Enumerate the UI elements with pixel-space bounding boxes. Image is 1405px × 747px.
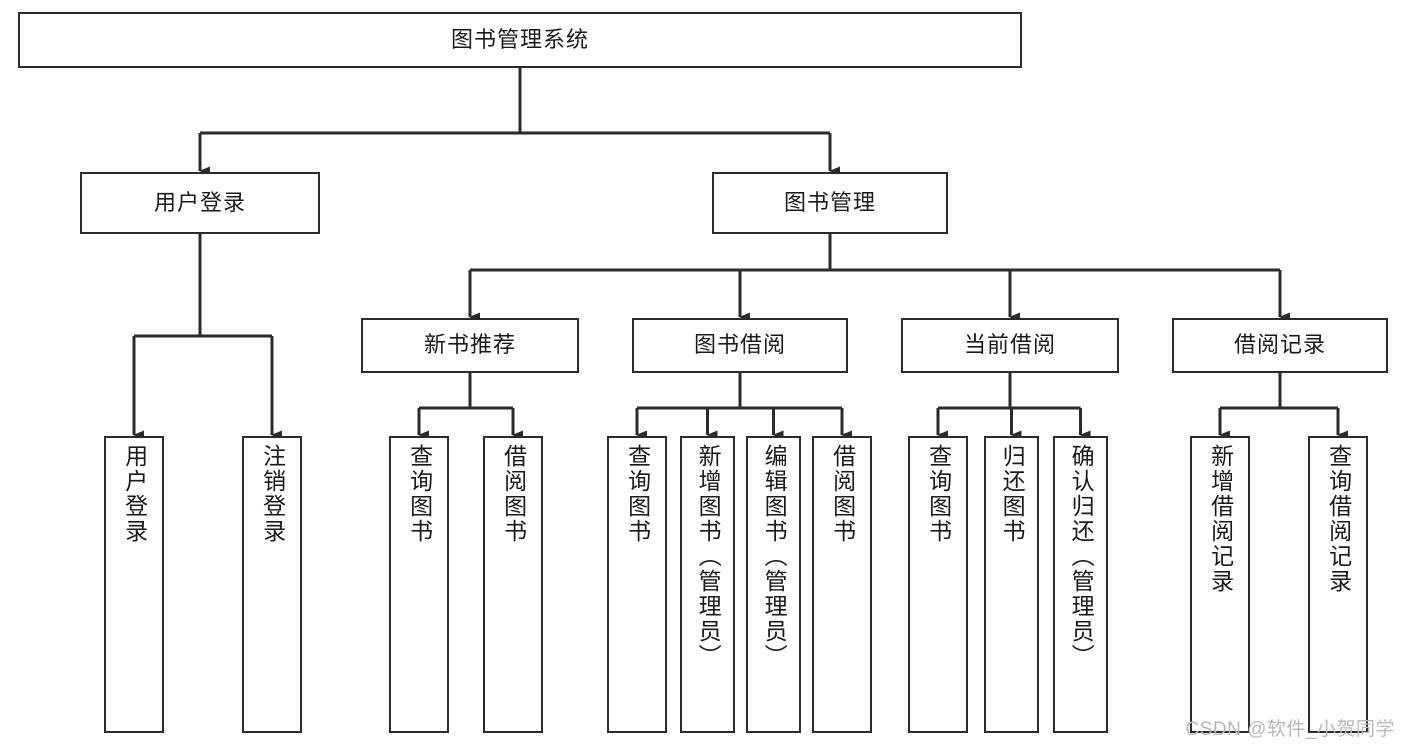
- node-leaf-add-book[interactable]: 新增图书（管理员）: [680, 436, 735, 733]
- node-user-login[interactable]: 用户登录: [80, 172, 320, 234]
- node-label: 编辑图书（管理员）: [761, 444, 788, 669]
- node-leaf-user-login[interactable]: 用户登录: [104, 436, 164, 733]
- node-label: 图书管理: [783, 189, 876, 215]
- node-new-book-recommend[interactable]: 新书推荐: [361, 318, 579, 373]
- node-label: 新增图书（管理员）: [695, 444, 722, 669]
- node-leaf-confirm-return[interactable]: 确认归还（管理员）: [1053, 436, 1108, 733]
- node-label: 查询图书: [406, 444, 433, 544]
- node-label: 图书管理系统: [450, 26, 589, 52]
- node-label: 查询借阅记录: [1325, 444, 1352, 594]
- watermark: CSDN @软件_小贺同学: [1185, 719, 1395, 740]
- node-label: 确认归还（管理员）: [1068, 444, 1095, 669]
- node-leaf-query-record[interactable]: 查询借阅记录: [1308, 436, 1368, 733]
- node-leaf-borrow-book-2[interactable]: 借阅图书: [812, 436, 872, 733]
- node-label: 借阅图书: [500, 444, 527, 544]
- node-book-borrow[interactable]: 图书借阅: [632, 318, 848, 373]
- node-label: 新增借阅记录: [1207, 444, 1234, 594]
- node-label: 借阅图书: [829, 444, 856, 544]
- node-label: 查询图书: [925, 444, 952, 544]
- node-leaf-return-book[interactable]: 归还图书: [984, 436, 1039, 733]
- node-label: 当前借阅: [963, 332, 1056, 358]
- node-leaf-edit-book[interactable]: 编辑图书（管理员）: [746, 436, 801, 733]
- node-leaf-add-record[interactable]: 新增借阅记录: [1190, 436, 1250, 733]
- node-leaf-query-book-2[interactable]: 查询图书: [607, 436, 667, 733]
- node-label: 注销登录: [259, 444, 286, 544]
- node-label: 查询图书: [624, 444, 651, 544]
- node-leaf-logout[interactable]: 注销登录: [242, 436, 302, 733]
- node-label: 用户登录: [153, 189, 246, 215]
- node-label: 用户登录: [121, 444, 148, 544]
- node-root[interactable]: 图书管理系统: [18, 12, 1022, 68]
- node-book-manage[interactable]: 图书管理: [712, 172, 948, 234]
- node-current-borrow[interactable]: 当前借阅: [901, 318, 1119, 373]
- node-leaf-query-book-1[interactable]: 查询图书: [389, 436, 449, 733]
- node-borrow-record[interactable]: 借阅记录: [1172, 318, 1388, 373]
- node-leaf-borrow-book-1[interactable]: 借阅图书: [483, 436, 543, 733]
- node-label: 图书借阅: [693, 332, 786, 358]
- node-label: 借阅记录: [1233, 332, 1326, 358]
- node-leaf-query-book-3[interactable]: 查询图书: [908, 436, 968, 733]
- node-label: 新书推荐: [423, 332, 516, 358]
- node-label: 归还图书: [999, 444, 1026, 544]
